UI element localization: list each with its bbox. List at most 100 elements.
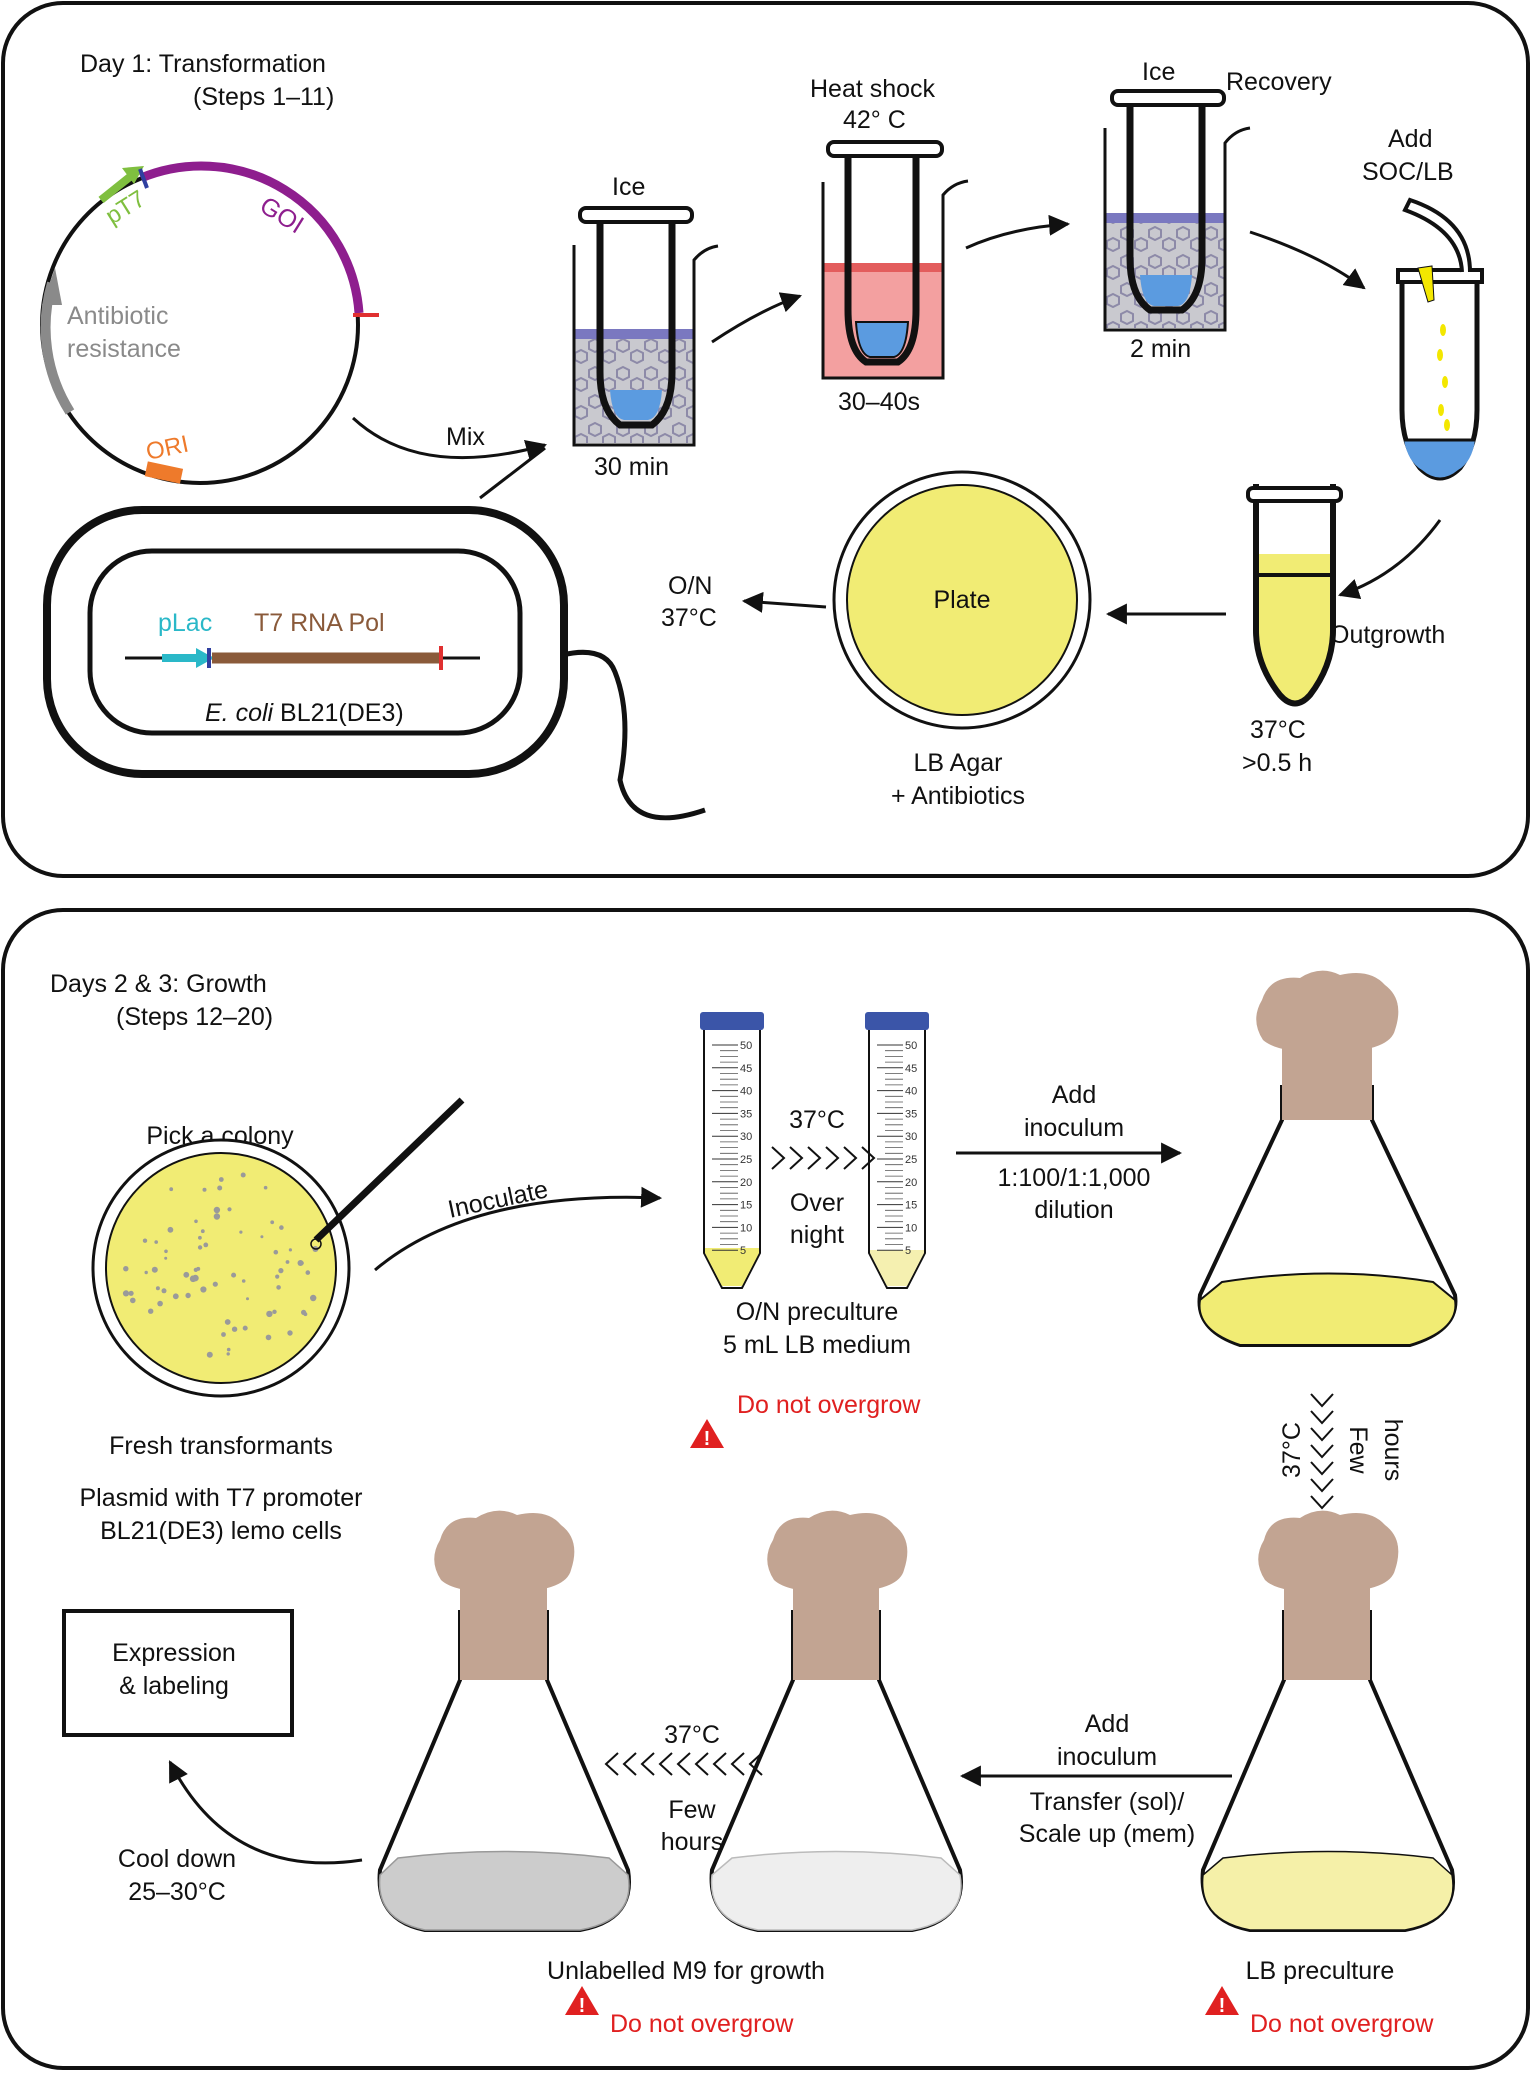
add-inoculum-1a: Add [1052, 1081, 1096, 1109]
graduation-label: 20 [905, 1177, 917, 1189]
colony-dot [270, 1220, 275, 1225]
warning-2-text: Do not overgrow [1250, 2010, 1434, 2038]
colony-dot [151, 1266, 158, 1273]
graduation-label: 20 [740, 1177, 752, 1189]
heatshock-time: 30–40s [838, 388, 920, 416]
flask-top-right [1197, 970, 1458, 1347]
inoculation-loop [313, 1097, 465, 1243]
graduation-label: 25 [740, 1154, 752, 1166]
colony-dot [198, 1235, 202, 1240]
heatshock-temp: 42° C [843, 106, 906, 134]
colony-dot [148, 1308, 154, 1314]
colony-dot [240, 1172, 246, 1178]
colony-dot [130, 1297, 136, 1304]
graduation-label: 10 [905, 1222, 917, 1234]
colony-dot [213, 1206, 221, 1214]
graduation-label: 15 [740, 1200, 752, 1212]
antibiotic-arrow-head [42, 268, 62, 305]
ice-2-label: Ice [1142, 58, 1175, 86]
colony-dot [279, 1225, 284, 1230]
tube-over-label-1: Over [790, 1189, 844, 1217]
add-inoculum-2a: Add [1085, 1710, 1129, 1738]
colony-dot [203, 1242, 209, 1248]
arrow-plasmid-to-ice [351, 416, 548, 461]
colony-dot [288, 1248, 292, 1252]
arrow-to-ice-2 [965, 214, 1071, 250]
dilution-label-1: 1:100/1:1,000 [998, 1164, 1151, 1192]
plasmid-info-2: BL21(DE3) lemo cells [100, 1517, 342, 1545]
graduation-label: 5 [905, 1245, 911, 1257]
colony-dot [157, 1300, 163, 1307]
warning-3: ! Do not overgrow [565, 1986, 794, 2038]
colony-dot [221, 1332, 226, 1337]
arrow-to-heatshock [711, 292, 802, 344]
panel-transformation: Day 1: Transformation (Steps 1–11) pT7 G… [1, 1, 1530, 878]
graduation-label: 10 [740, 1222, 752, 1234]
ecoli-cell: pLac T7 RNA Pol E. coli BL21(DE3) [43, 506, 706, 821]
colony-dot [155, 1286, 160, 1291]
transfer-label-2: Scale up (mem) [1019, 1820, 1195, 1848]
pt7-marker [138, 168, 149, 189]
colony-dot [260, 1235, 264, 1239]
outgrowth-label: Outgrowth [1330, 621, 1445, 649]
warning-1-text: Do not overgrow [737, 1391, 921, 1419]
few-hours-temp: 37°C [1278, 1422, 1306, 1478]
colony-dot [194, 1219, 198, 1224]
plate-label: Plate [934, 586, 991, 614]
add-inoculum-1b: inoculum [1024, 1114, 1124, 1142]
graduation-label: 35 [740, 1108, 752, 1120]
ice-beaker-2: Ice Recovery 2 min [1103, 58, 1332, 363]
colony-dot [287, 1330, 293, 1336]
plasmid-info-1: Plasmid with T7 promoter [80, 1484, 363, 1512]
warning-2: ! Do not overgrow [1205, 1986, 1434, 2038]
colony-dot [239, 1230, 243, 1234]
plac-label: pLac [158, 609, 212, 637]
colony-dot [192, 1274, 199, 1282]
outgrowth-tube: Outgrowth 37°C >0.5 h [1242, 484, 1445, 777]
transfer-label-1: Transfer (sol)/ [1030, 1788, 1185, 1816]
heatshock-beaker: Heat shock 42° C 30–40s [810, 75, 969, 416]
colony-dot [275, 1274, 280, 1279]
colony-dot [164, 1249, 168, 1254]
warning-1-icon [690, 1419, 724, 1448]
colony-dot [185, 1292, 191, 1299]
panel-growth: Days 2 & 3: Growth (Steps 12–20) Pick a … [1, 908, 1530, 2070]
agar-label-1: LB Agar [914, 749, 1003, 777]
arrow-to-add-soc [1249, 230, 1366, 290]
cool-down-label-1: Cool down [118, 1845, 236, 1873]
colony-dot [231, 1326, 238, 1332]
colony-dot [273, 1249, 279, 1255]
colony-dot [310, 1294, 317, 1302]
ice-2-time: 2 min [1130, 335, 1191, 363]
panel-2-steps: (Steps 12–20) [116, 1003, 273, 1031]
graduation-label: 30 [905, 1131, 917, 1143]
ice-beaker-1: Ice 30 min [572, 173, 719, 481]
inoculate-label: Inoculate [445, 1175, 550, 1223]
arrow-cool-down [168, 1760, 363, 1865]
panel-1-border [1, 1, 1530, 878]
graduation-label: 45 [905, 1063, 917, 1075]
few-hours-label-1: Few [1344, 1426, 1372, 1474]
colony-dot [212, 1281, 218, 1287]
colony-dot [144, 1270, 148, 1275]
ice-1-time: 30 min [594, 453, 669, 481]
arrow-inoculate [374, 1186, 663, 1272]
mid-few-hours-chevrons [604, 1752, 763, 1776]
flask-lb-preculture: LB preculture [1200, 1510, 1455, 1985]
colony-dot [224, 1319, 231, 1325]
colony-dot [167, 1226, 174, 1233]
warning-3-text: Do not overgrow [610, 2010, 794, 2038]
outgrowth-temp: 37°C [1250, 716, 1306, 744]
colony-dot [226, 1347, 231, 1352]
agar-label-2: + Antibiotics [891, 782, 1025, 810]
flask-m9-middle [709, 1510, 963, 1932]
panel-1-title: Day 1: Transformation [80, 50, 326, 78]
colony-dot [263, 1185, 268, 1190]
colony-dot [300, 1261, 304, 1265]
expression-label-1: Expression [112, 1639, 236, 1667]
graduation-label: 50 [905, 1040, 917, 1052]
colony-dots [122, 1172, 319, 1358]
